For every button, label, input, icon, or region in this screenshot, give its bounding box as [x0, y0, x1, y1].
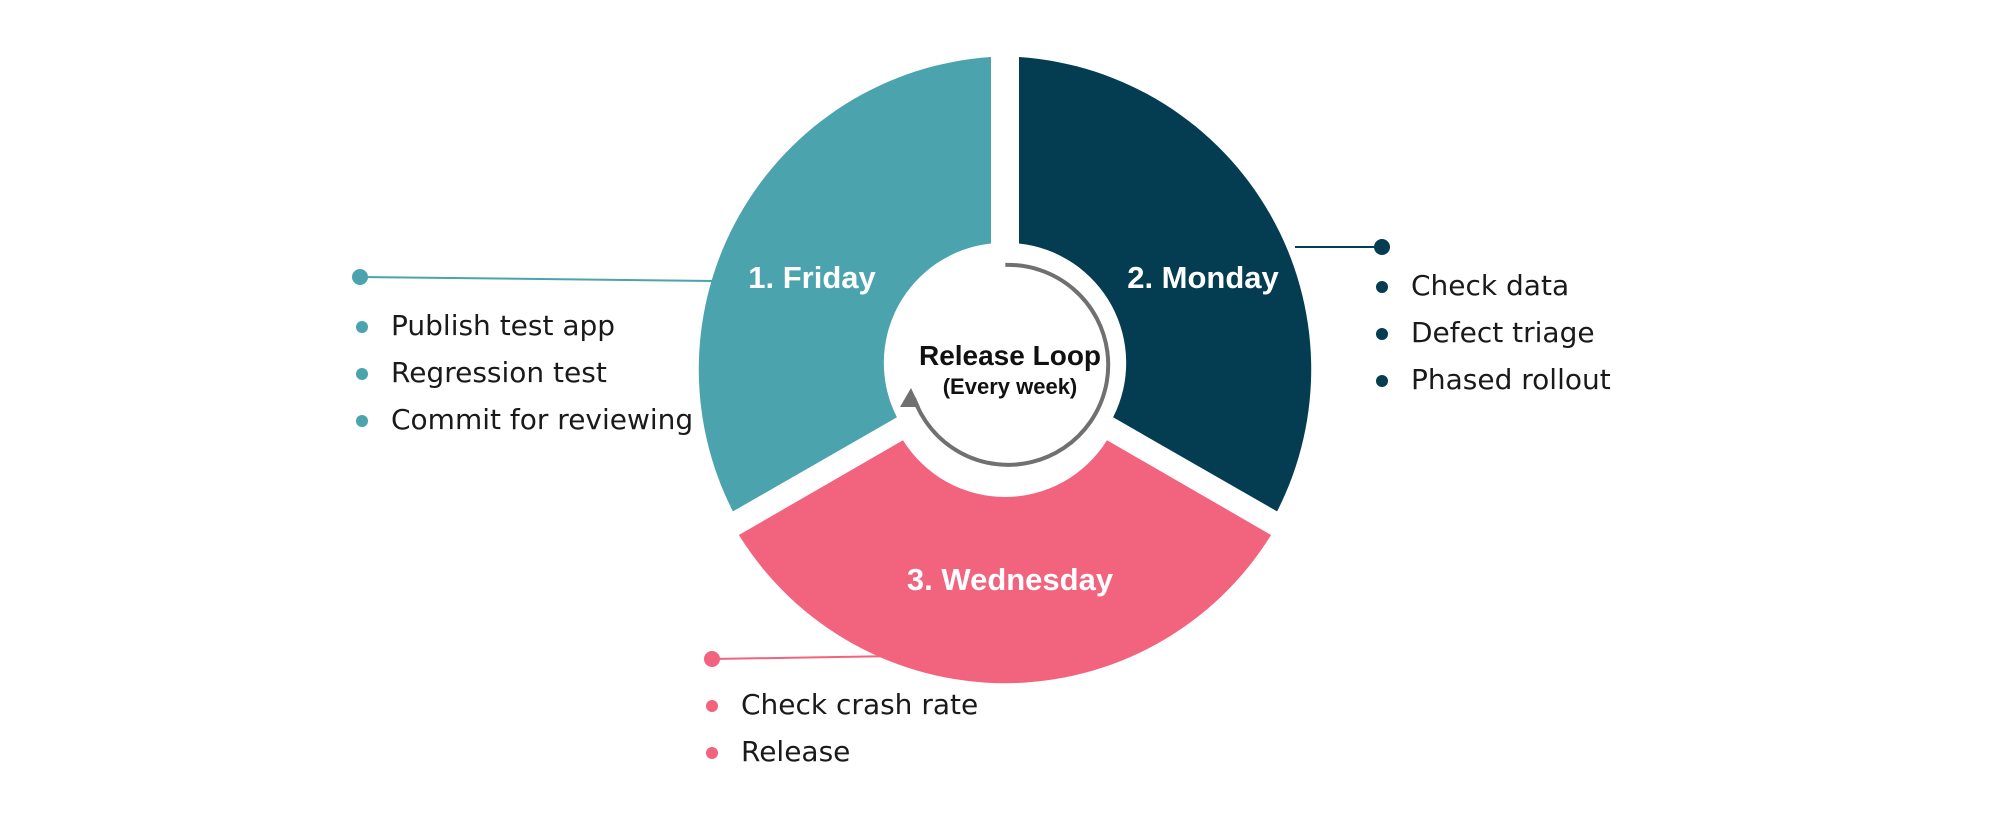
bullet-dot — [356, 415, 368, 427]
list-item: Release — [741, 735, 850, 768]
bullet-dot — [356, 368, 368, 380]
center-subtitle: (Every week) — [943, 374, 1078, 399]
leader-line-wednesday — [711, 655, 899, 660]
loop-arrow-icon — [912, 262, 1111, 467]
bullet-list-monday: Check data Defect triage Phased rollout — [1376, 269, 1611, 396]
leader-dot-monday — [1374, 239, 1390, 255]
bullet-dot — [1376, 281, 1388, 293]
list-item: Phased rollout — [1411, 363, 1611, 396]
segment-monday — [1019, 57, 1312, 512]
bullet-dot — [1376, 328, 1388, 340]
list-item: Regression test — [391, 356, 607, 389]
list-item: Check data — [1411, 269, 1569, 302]
list-item: Publish test app — [391, 309, 615, 342]
list-item: Check crash rate — [741, 688, 978, 721]
leader-line-friday — [359, 276, 716, 282]
bullet-dot — [706, 700, 718, 712]
loop-arrowhead-icon — [900, 388, 920, 407]
bullet-dot — [706, 747, 718, 759]
segment-label-monday: 2. Monday — [1127, 260, 1279, 295]
leader-dot-wednesday — [704, 651, 720, 667]
segment-wednesday — [738, 440, 1272, 684]
bullet-dot — [356, 321, 368, 333]
center-title: Release Loop — [919, 340, 1101, 371]
leader-dot-friday — [352, 269, 368, 285]
segment-label-wednesday: 3. Wednesday — [907, 562, 1114, 597]
segment-label-friday: 1. Friday — [748, 260, 876, 295]
bullet-list-wednesday: Check crash rate Release — [706, 688, 978, 768]
segment-friday — [698, 57, 991, 512]
bullet-list-friday: Publish test app Regression test Commit … — [356, 309, 693, 436]
list-item: Defect triage — [1411, 316, 1595, 349]
list-item: Commit for reviewing — [391, 403, 693, 436]
bullet-dot — [1376, 375, 1388, 387]
